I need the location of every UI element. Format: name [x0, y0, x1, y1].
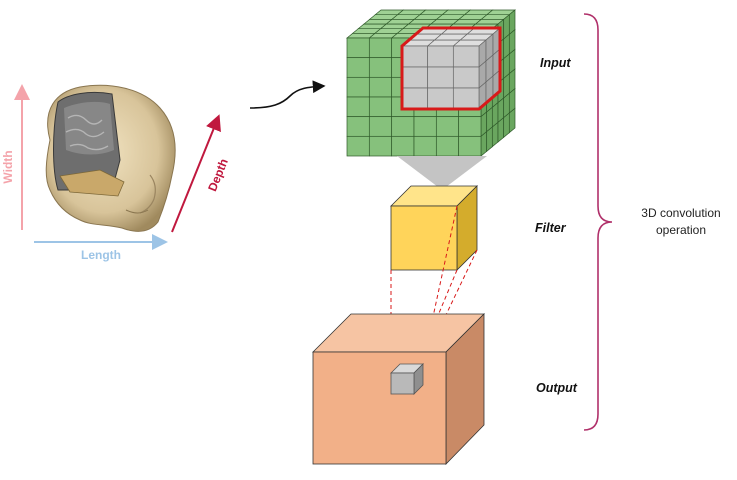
input-side-cell	[486, 126, 493, 153]
input-front-cell	[413, 116, 437, 137]
window-outline	[400, 26, 502, 111]
window-front-cell	[452, 66, 480, 89]
input-front-cell	[391, 116, 415, 137]
input-front-cell	[435, 116, 460, 137]
input-front-cell	[368, 57, 393, 78]
input-side-cell	[503, 112, 510, 139]
input-front-cell	[458, 135, 482, 157]
input-front-cell	[346, 76, 370, 98]
input-front-cell	[368, 135, 393, 157]
brain-volume-image	[45, 84, 176, 232]
window-front-cell	[427, 66, 454, 89]
output-cube	[312, 313, 485, 465]
input-front-cell	[368, 116, 393, 137]
curly-brace	[583, 13, 613, 431]
length-label: Length	[81, 248, 121, 262]
depth-arrow	[171, 114, 221, 233]
input-front-cell	[458, 116, 482, 137]
input-cube	[346, 9, 516, 157]
filter-cube	[390, 185, 478, 271]
filter-label: Filter	[535, 221, 566, 235]
input-front-cell	[346, 96, 370, 118]
window-front-cell	[401, 87, 429, 110]
input-side-cell	[497, 116, 505, 143]
summary-label: 3D convolution operation	[626, 205, 736, 239]
output-voxel	[390, 363, 424, 395]
summary-line-1: 3D convolution	[641, 206, 721, 220]
input-front-cell	[368, 96, 393, 118]
input-front-cell	[391, 135, 415, 157]
window-front-cell	[401, 45, 429, 68]
input-front-cell	[346, 37, 370, 59]
input-front-cell	[413, 135, 437, 157]
window-front-cell	[452, 87, 480, 110]
input-side-cell	[491, 121, 499, 148]
input-side-cell	[480, 130, 488, 157]
input-side-cell	[508, 107, 516, 134]
window-front-cell	[427, 45, 454, 68]
input-front-cell	[346, 57, 370, 78]
output-label: Output	[536, 381, 577, 395]
pointer-arrow	[249, 80, 326, 109]
convolution-window	[400, 26, 502, 111]
input-front-cell	[368, 37, 393, 59]
input-front-cell	[346, 135, 370, 157]
input-front-cell	[368, 76, 393, 98]
projection-funnel	[397, 156, 487, 190]
summary-line-2: operation	[655, 223, 707, 237]
width-label: Width	[1, 150, 15, 184]
window-front-cell	[401, 66, 429, 89]
input-front-cell	[346, 116, 370, 137]
window-front-cell	[452, 45, 480, 68]
input-front-cell	[435, 135, 460, 157]
window-front-cell	[427, 87, 454, 110]
input-label: Input	[540, 56, 571, 70]
